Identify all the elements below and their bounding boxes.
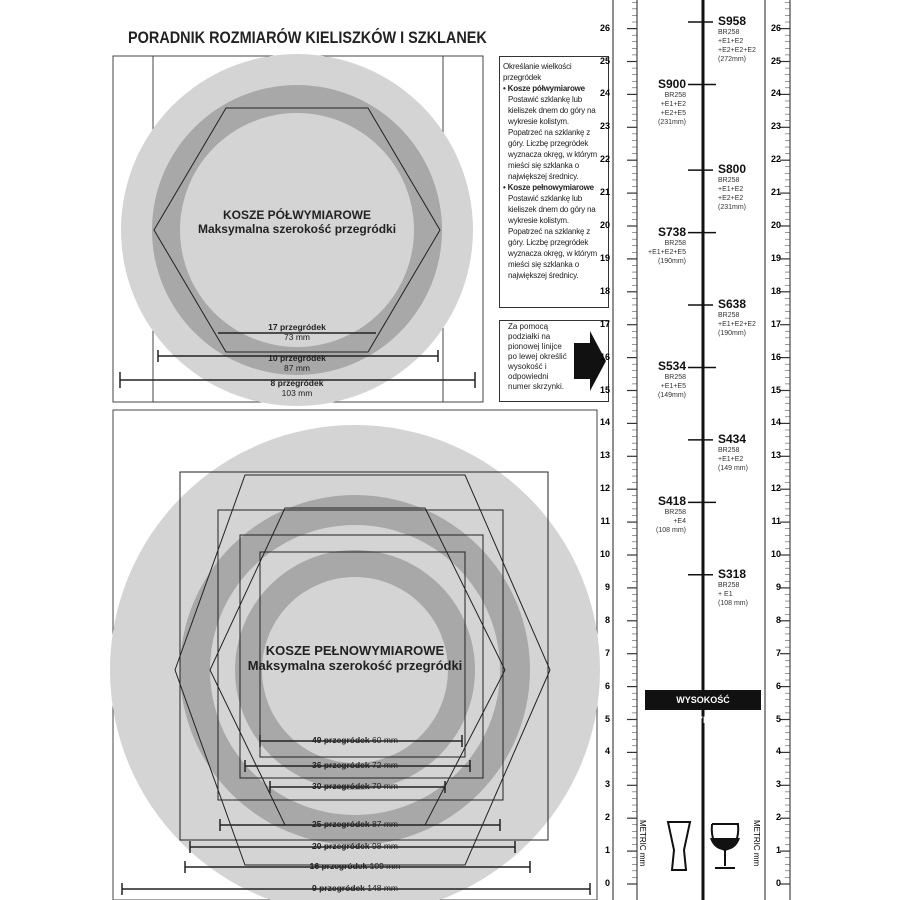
- ruler-cm-label: 12: [770, 483, 781, 494]
- ruler-cm-label: 19: [599, 252, 610, 263]
- ruler-cm-label: 8: [604, 614, 610, 625]
- hexagon: [153, 107, 441, 353]
- ruler-cm-label: 10: [770, 549, 781, 559]
- ruler-cm-label: 23: [599, 121, 610, 132]
- half-title: • Kosze półwymiarowe: [503, 84, 585, 93]
- metric-label-left: METRIC mm: [638, 820, 647, 867]
- full-text: Postawić szklankę lub kieliszek dnem do …: [508, 194, 598, 280]
- ruler-cm-label: 15: [599, 384, 610, 395]
- ruler-cm-label: 14: [770, 417, 781, 428]
- full-size-label: 16 przegródek 109 mm: [309, 861, 401, 871]
- ruler-cm-label: 6: [775, 680, 781, 691]
- ruler-cm-label: 14: [599, 417, 610, 428]
- ruler-cm-label: 1: [775, 845, 781, 856]
- instructions-box: Określanie wielkości przegródek • Kosze …: [499, 56, 609, 308]
- ruler-cm-label: 25: [599, 55, 610, 66]
- tumbler-icon: [666, 821, 692, 871]
- half-title1: KOSZE PÓŁWYMIAROWE: [223, 208, 371, 222]
- full-size-label: 20 przegródek 98 mm: [312, 841, 398, 851]
- wine-fill-icon: [710, 838, 740, 850]
- ruler-cm-label: 2: [604, 812, 610, 823]
- ruler-cm-label: 20: [599, 220, 610, 230]
- ruler-cm-label: 21: [599, 187, 610, 198]
- ruler-cm-label: 5: [775, 713, 781, 724]
- full-size-label: 9 przegródek 148 mm: [312, 883, 398, 893]
- ruler-cm-label: 11: [600, 516, 610, 527]
- arrow-right-icon: [574, 331, 606, 391]
- half-title2: Maksymalna szerokość przegródki: [197, 222, 397, 236]
- ruler-cm-label: 10: [599, 549, 610, 559]
- ruler-cm-label: 25: [770, 55, 781, 66]
- full-size-label: 36 przegródek 72 mm: [312, 760, 398, 770]
- ruler-cm-label: 4: [775, 746, 781, 757]
- ruler-cm-label: 9: [604, 581, 610, 592]
- ruler-cm-label: 16: [770, 351, 781, 362]
- ruler-cm-label: 21: [770, 187, 781, 198]
- ruler-cm-label: 0: [775, 878, 781, 888]
- ruler-cm-label: 17: [599, 318, 610, 329]
- full-size-label: 49 przegródek 60 mm: [312, 735, 398, 745]
- ruler-cm-label: 24: [770, 88, 781, 99]
- full-title: • Kosze pełnowymiarowe: [503, 183, 594, 192]
- page-title: PORADNIK ROZMIARÓW KIELISZKÓW I SZKLANEK: [128, 28, 487, 47]
- ruler-cm-label: 15: [770, 384, 781, 395]
- ruler-cm-label: 7: [604, 647, 610, 658]
- metric-label-right: METRIC mm: [752, 820, 761, 867]
- full-size-label: 30 przegródek 79 mm: [312, 781, 398, 791]
- full-size-label: 25 przegródek 87 mm: [312, 819, 398, 829]
- ruler-cm-label: 3: [775, 779, 781, 790]
- tip-text: Za pomocą podziałki na pionowej linijce …: [508, 322, 567, 391]
- ruler-cm-label: 12: [599, 483, 610, 494]
- ruler-cm-label: 6: [604, 680, 610, 691]
- ruler-cm-label: 0: [604, 878, 610, 888]
- ruler-cm-label: 26: [770, 22, 781, 33]
- ruler-cm-label: 26: [599, 22, 610, 33]
- ruler-cm-label: 5: [604, 713, 610, 724]
- ruler-cm-label: 24: [599, 88, 610, 99]
- ruler-cm-label: 4: [604, 746, 610, 757]
- instructions-heading: Określanie wielkości przegródek: [503, 62, 572, 82]
- ruler-cm-label: 22: [599, 154, 610, 165]
- ruler-cm-label: 23: [770, 121, 781, 132]
- half-text: Postawić szklankę lub kieliszek dnem do …: [508, 95, 598, 181]
- ruler-cm-label: 9: [775, 581, 781, 592]
- ruler-cm-label: 13: [599, 450, 610, 461]
- ruler-cm-label: 20: [770, 220, 781, 230]
- ruler-cm-label: 19: [770, 252, 781, 263]
- tip-box: Za pomocą podziałki na pionowej linijce …: [499, 320, 609, 402]
- ruler-cm-label: 8: [775, 614, 781, 625]
- ruler-cm-label: 1: [604, 845, 610, 856]
- ruler-cm-label: 2: [775, 812, 781, 823]
- ruler-cm-label: 13: [770, 450, 781, 461]
- ruler-cm-label: 17: [770, 318, 781, 329]
- max-height-label: WYSOKOŚĆ MAKSYMALNA: [645, 690, 761, 725]
- circle-17: [180, 113, 414, 347]
- ruler-cm-label: 18: [599, 285, 610, 296]
- full-title2: Maksymalna szerokość przegródki: [247, 658, 463, 673]
- ruler-cm-label: 11: [771, 516, 781, 527]
- full-title1: KOSZE PEŁNOWYMIAROWE: [265, 643, 445, 658]
- ruler-cm-label: 18: [770, 285, 781, 296]
- ruler-cm-label: 16: [599, 351, 610, 362]
- ruler-cm-label: 7: [775, 647, 781, 658]
- ruler-cm-label: 22: [770, 154, 781, 165]
- ruler-cm-label: 3: [604, 779, 610, 790]
